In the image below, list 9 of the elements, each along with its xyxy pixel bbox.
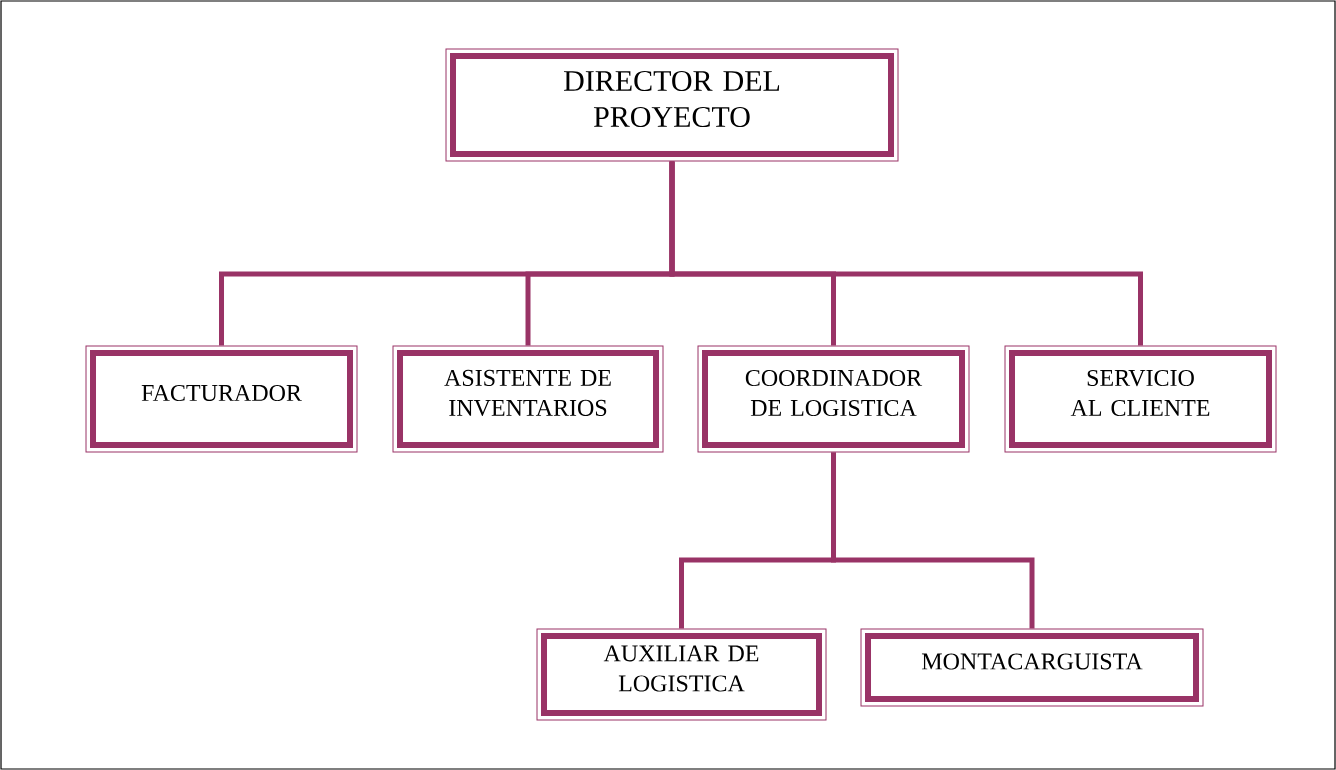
connector [831,452,1035,629]
org-box: DIRECTOR DEL PROYECTO [445,48,899,162]
org-box: AUXILIAR DE LOGISTICA [536,628,827,721]
org-box: SERVICIO AL CLIENTE [1004,345,1277,453]
connector [669,161,1143,346]
org-box: MONTACARGUISTA [860,628,1204,707]
org-box: FACTURADOR [85,345,358,453]
org-box: COORDINADOR DE LOGISTICA [697,345,970,453]
org-box: ASISTENTE DE INVENTARIOS [392,345,664,453]
